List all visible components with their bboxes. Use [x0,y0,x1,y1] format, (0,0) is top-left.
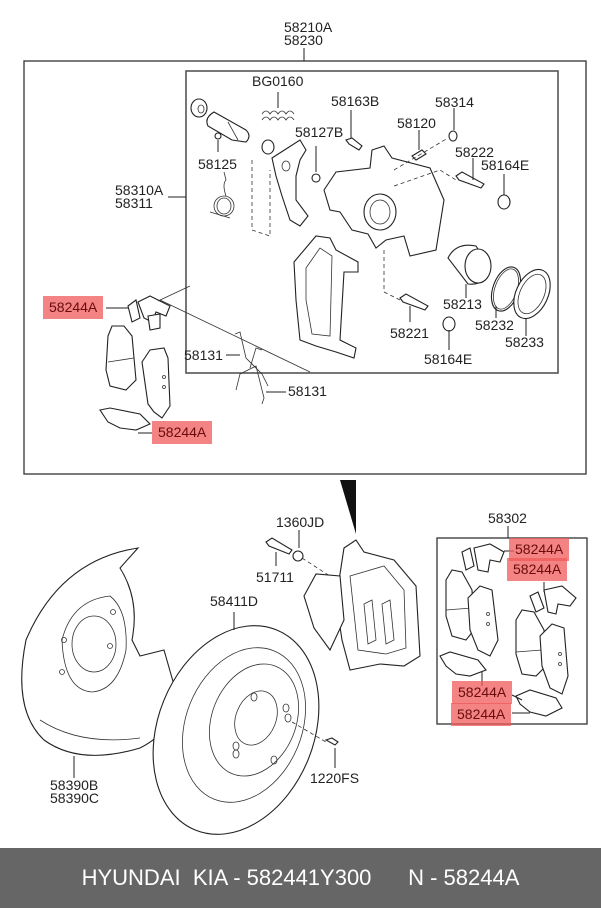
label-58222: 58222 [455,144,494,160]
dashed-guide-bolt-line [393,169,457,187]
caliper-kit-box [185,70,559,374]
kit-pad-4 [539,623,569,695]
washer-58125 [214,132,222,140]
label-1360jd: 1360JD [276,514,325,530]
label-bg0160: BG0160 [252,73,304,89]
label-58164e-bottom: 58164E [424,351,473,367]
label-58244a-kit-2: 58244A [507,558,568,581]
assembled-caliper [303,539,421,671]
label-58120: 58120 [397,115,436,131]
label-58314: 58314 [435,94,474,110]
label-1220fs: 1220FS [310,770,360,786]
label-58210a: 58210A [284,19,333,35]
frame-diagonal-1 [159,299,311,373]
caliper-carrier [293,235,359,359]
brake-disc [152,612,320,835]
shim-upper-left [106,295,171,331]
piston-58213 [447,244,492,298]
guide-pin-boot [206,111,250,143]
caliper-body [323,145,445,257]
label-58302: 58302 [488,510,527,526]
shim-lower-left [99,407,152,434]
kit-pad-2 [467,585,499,657]
label-58232: 58232 [475,317,514,333]
label-58244a-lower-left: 58244A [152,421,213,444]
label-58311: 58311 [115,195,153,211]
label-58131-a: 58131 [184,347,223,363]
footer-spacer [371,865,408,891]
anti-rattle-springs [226,331,286,405]
footer-reference-number: N - 58244A [408,865,520,890]
torsion-spring [209,171,235,219]
label-58221: 58221 [390,325,429,341]
dashed-bleeder-line [393,137,449,171]
guide-bolt-58222 [455,158,485,189]
part-number-footer: HYUNDAI KIA - 582441Y300 N - 58244A [0,848,601,908]
spring-bg0160 [261,92,295,121]
kit-shim-2 [529,582,577,615]
label-58213: 58213 [443,296,482,312]
kit-pad-3 [515,609,545,677]
nut-58164e-bottom [442,316,456,350]
nut-58164e-top [497,174,511,210]
parking-lever [271,139,309,227]
parts-diagram: 58210A 58230 BG0160 58163B 58314 58127B … [21,19,588,835]
label-58390c: 58390C [50,790,100,806]
label-58164e-top: 58164E [481,157,530,173]
bleeder-cap-58314 [448,108,458,142]
label-58125: 58125 [198,156,237,172]
kit-shim-1 [461,543,514,573]
frame-diagonal-2 [157,285,191,302]
o-ring-58127b [311,173,321,183]
label-58131-b: 58131 [288,383,327,399]
diagram-artwork [21,48,588,835]
label-58163b: 58163B [331,93,380,109]
label-58127b: 58127B [295,124,344,140]
brake-pad-left-2 [141,347,171,419]
label-58310a: 58310A [115,182,164,198]
washer-1360jd [292,530,304,562]
guide-pin-cap [190,98,208,118]
assembly-box-outer [23,60,587,475]
label-51711: 51711 [256,569,294,585]
dashed-guide-lines [251,160,271,237]
brake-pad-left-1 [105,325,137,391]
label-58244a-kit-4: 58244A [451,703,512,726]
bolt-51711 [265,537,293,566]
footer-brand-part-number: HYUNDAI KIA - 582441Y300 [81,865,372,890]
label-58411d: 58411D [210,593,259,609]
label-58244a-kit-3: 58244A [452,681,513,704]
bellow [261,139,275,155]
guide-bolt-58221 [383,250,429,322]
label-58390b: 58390B [50,777,99,793]
bolt-58163b [345,110,363,151]
kit-shim-4 [511,689,563,717]
pointer-arrow [340,480,356,534]
piston-boot-58233 [513,268,551,336]
label-58244a-upper-left: 58244A [43,296,104,319]
label-58230: 58230 [284,32,323,48]
dust-shield [21,547,177,778]
screw-1220fs [291,721,339,768]
label-58244a-kit-1: 58244A [509,538,570,561]
label-58233: 58233 [505,334,544,350]
